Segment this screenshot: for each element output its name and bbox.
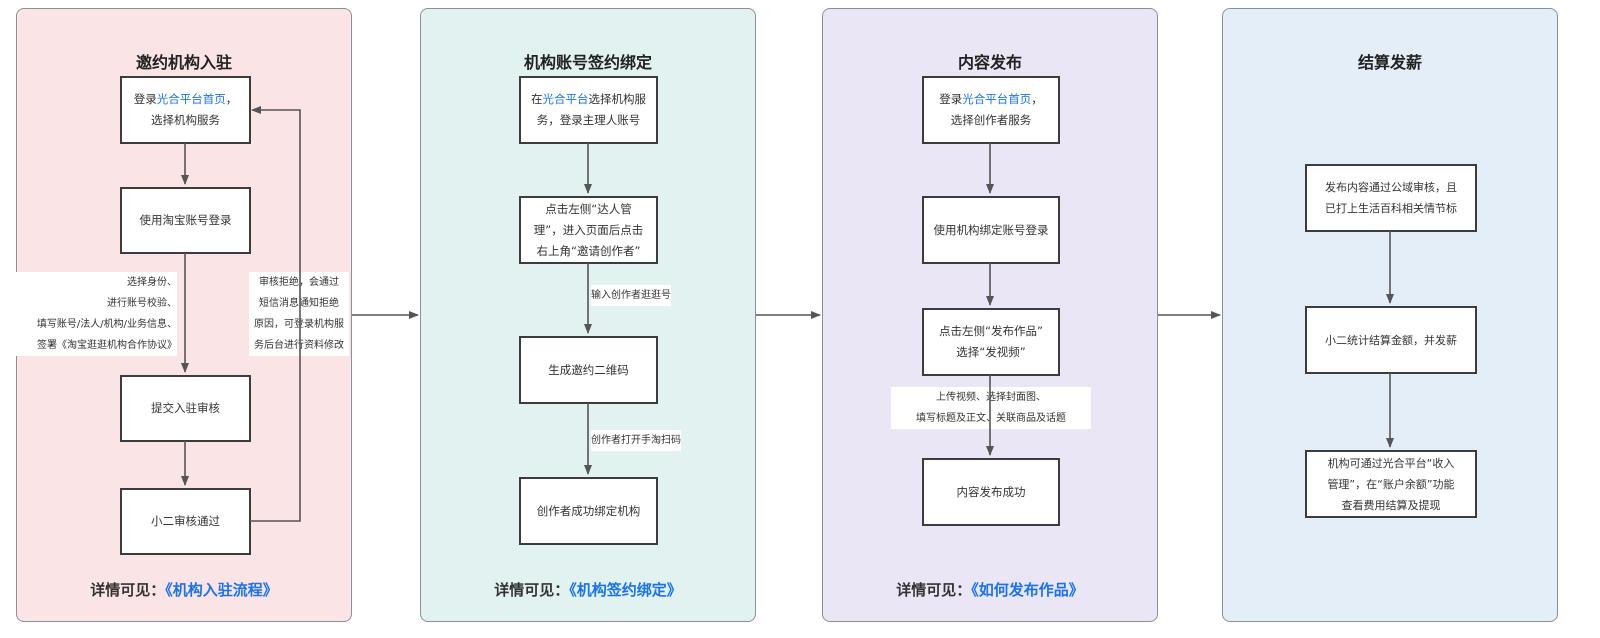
footer-prefix: 详情可见：: [90, 581, 166, 599]
node-text: 务，登录主理人账号: [536, 113, 641, 127]
node-income-management: 机构可通过光合平台“收入 管理”，在“账户余额”功能 查看费用结算及提现: [1305, 450, 1477, 518]
loop-label-line: 原因，可登录机构服: [254, 319, 344, 330]
node-text: 小二审核通过: [151, 514, 220, 528]
institution-binding-link[interactable]: 《机构签约绑定》: [569, 581, 682, 599]
node-text: ，: [1031, 92, 1043, 106]
node-text: 登录: [133, 92, 157, 106]
node-login-home: 登录光合平台首页， 选择机构服务: [120, 76, 251, 144]
panel-title: 机构账号签约绑定: [523, 53, 652, 72]
node-text: 创作者成功绑定机构: [536, 503, 641, 518]
edge-label-line: 填写账号/法人/机构/业务信息、: [36, 319, 177, 330]
edge-label-info: 选择身份、 进行账号校验、 填写账号/法人/机构/业务信息、 签署《淘宝逛逛机构…: [15, 272, 177, 356]
node-text: 发布内容通过公域审核，且: [1325, 181, 1457, 194]
node-login-creator: 登录光合平台首页， 选择创作者服务: [922, 76, 1060, 144]
node-select-institution-service: 在光合平台选择机构服 务，登录主理人账号: [519, 76, 658, 144]
node-text: 内容发布成功: [956, 484, 1026, 499]
loop-label-line: 务后台进行资料修改: [254, 340, 344, 351]
node-text: 选择“发视频”: [956, 345, 1026, 359]
footer-details: 详情可见：《机构签约绑定》: [421, 579, 755, 600]
node-text: 在: [531, 92, 543, 106]
loop-label-line: 审核拒绝，会通过: [259, 277, 339, 288]
node-text: 点击左侧“达人管: [545, 201, 632, 216]
edge-label-line: 填写标题及正文、关联商品及话题: [916, 413, 1066, 424]
node-text: 查看费用结算及提现: [1341, 498, 1441, 512]
node-binding-success: 创作者成功绑定机构: [519, 477, 658, 545]
node-text: 理”，进入页面后点击: [533, 222, 644, 237]
edge-label-line: 创作者打开手淘扫码: [591, 435, 681, 446]
node-settle-pay: 小二统计结算金额，并发薪: [1305, 306, 1477, 374]
panel-title: 内容发布: [957, 53, 1022, 72]
panel-title: 结算发薪: [1357, 53, 1422, 72]
node-review-passed-tagged: 发布内容通过公域审核，且 已打上生活百科相关情节标: [1305, 164, 1477, 232]
node-text: ，: [225, 92, 238, 106]
panel-title: 邀约机构入驻: [135, 53, 232, 72]
node-text: 使用机构绑定账号登录: [933, 222, 1049, 237]
node-text: 登录: [939, 92, 963, 106]
edge-label-line: 输入创作者逛逛号: [591, 290, 671, 301]
edge-label-input-id: 输入创作者逛逛号: [591, 285, 671, 306]
node-text: 选择机构服: [588, 92, 647, 106]
edge-label-scan: 创作者打开手淘扫码: [591, 430, 681, 451]
node-submit-review: 提交入驻审核: [120, 375, 251, 442]
footer-prefix: 详情可见：: [896, 581, 972, 599]
institution-onboarding-link[interactable]: 《机构入驻流程》: [165, 581, 278, 599]
footer-prefix: 详情可见：: [494, 581, 570, 599]
edge-label-upload: 上传视频、选择封面图、 填写标题及正文、关联商品及话题: [891, 387, 1091, 429]
node-text: 使用淘宝账号登录: [139, 213, 232, 227]
node-taobao-login: 使用淘宝账号登录: [120, 187, 251, 254]
node-text: 提交入驻审核: [151, 401, 220, 415]
node-talent-management: 点击左侧“达人管 理”，进入页面后点击 右上角“邀请创作者”: [519, 196, 658, 264]
loop-label-rejected: 审核拒绝，会通过 短信消息通知拒绝 原因，可登录机构服 务后台进行资料修改: [249, 272, 349, 356]
node-text: 右上角“邀请创作者”: [536, 243, 641, 258]
node-bound-account-login: 使用机构绑定账号登录: [922, 196, 1060, 264]
footer-details: 详情可见：《机构入驻流程》: [17, 579, 351, 600]
edge-p1-loop: [250, 106, 301, 522]
platform-link-text: 光合平台: [542, 92, 589, 106]
footer-details: 详情可见：《如何发布作品》: [823, 579, 1157, 600]
node-text: 管理”，在“账户余额”功能: [1327, 477, 1455, 491]
panel-settlement: 结算发薪 发布内容通过公域审核，且 已打上生活百科相关情节标 小二统计结算金额，…: [1222, 8, 1558, 622]
panel-content-publish: 内容发布 登录光合平台首页， 选择创作者服务 使用机构绑定账号登录 点击左侧“发…: [822, 8, 1158, 622]
platform-home-link-text: 光合平台首页: [962, 92, 1032, 106]
node-text: 选择机构服务: [151, 113, 220, 127]
node-publish-success: 内容发布成功: [922, 458, 1060, 526]
panel-account-binding: 机构账号签约绑定 在光合平台选择机构服 务，登录主理人账号 点击左侧“达人管 理…: [420, 8, 756, 622]
node-text: 小二统计结算金额，并发薪: [1325, 333, 1457, 347]
loop-label-line: 短信消息通知拒绝: [259, 298, 339, 309]
edge-label-line: 签署《淘宝逛逛机构合作协议》: [37, 340, 177, 351]
node-text: 已打上生活百科相关情节标: [1325, 202, 1457, 215]
edge-label-line: 选择身份、: [127, 277, 177, 288]
node-review-passed: 小二审核通过: [120, 488, 251, 555]
edge-label-line: 上传视频、选择封面图、: [936, 392, 1046, 403]
platform-home-link-text: 光合平台首页: [156, 92, 226, 106]
node-text: 选择创作者服务: [950, 113, 1032, 127]
node-text: 点击左侧“发布作品”: [939, 324, 1043, 338]
node-text: 生成邀约二维码: [548, 362, 629, 377]
how-to-publish-link[interactable]: 《如何发布作品》: [971, 581, 1084, 599]
edge-label-line: 进行账号校验、: [107, 298, 177, 309]
node-generate-qr: 生成邀约二维码: [519, 336, 658, 404]
node-publish-video: 点击左侧“发布作品” 选择“发视频”: [922, 308, 1060, 376]
node-text: 机构可通过光合平台“收入: [1327, 456, 1455, 470]
